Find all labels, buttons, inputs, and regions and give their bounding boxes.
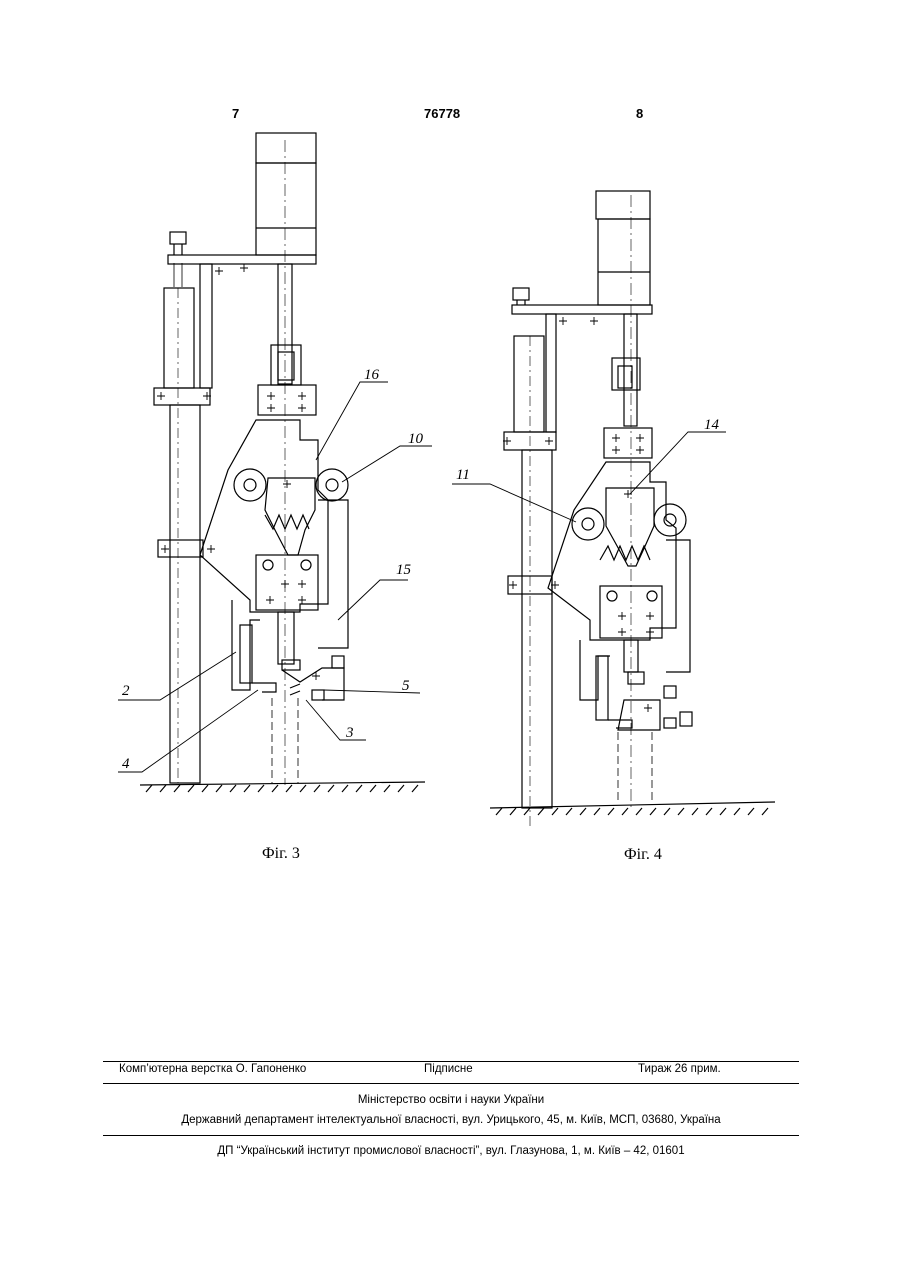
signed-note: Підписне (424, 1063, 473, 1075)
institute-line: ДП “Український інститут промислової вла… (103, 1145, 799, 1157)
department-line: Державний департамент інтелектуальної вл… (103, 1114, 799, 1126)
figure-4-drawing: 14 11 (452, 191, 775, 830)
fig3-label-16: 16 (364, 367, 380, 383)
figure-3-caption: Фіг. 3 (262, 845, 300, 863)
fig3-label-10: 10 (408, 431, 424, 447)
imprint-rule-top (103, 1061, 799, 1062)
layout-credit: Комп’ютерна верстка О. Гапоненко (119, 1063, 306, 1075)
ministry-line: Міністерство освіти і науки України (103, 1094, 799, 1106)
imprint-rule-middle (103, 1083, 799, 1084)
fig4-label-11: 11 (456, 467, 470, 483)
figure-3-drawing: 16 10 15 2 5 3 4 (118, 133, 432, 792)
fig4-label-14: 14 (704, 417, 720, 433)
fig3-label-15: 15 (396, 562, 412, 578)
fig3-label-2: 2 (122, 683, 130, 699)
fig3-label-3: 3 (345, 725, 354, 741)
figure-4-caption: Фіг. 4 (624, 846, 662, 864)
fig3-label-5: 5 (402, 678, 410, 694)
fig3-label-4: 4 (122, 756, 130, 772)
imprint-rule-bottom (103, 1135, 799, 1136)
circulation: Тираж 26 прим. (638, 1063, 721, 1075)
